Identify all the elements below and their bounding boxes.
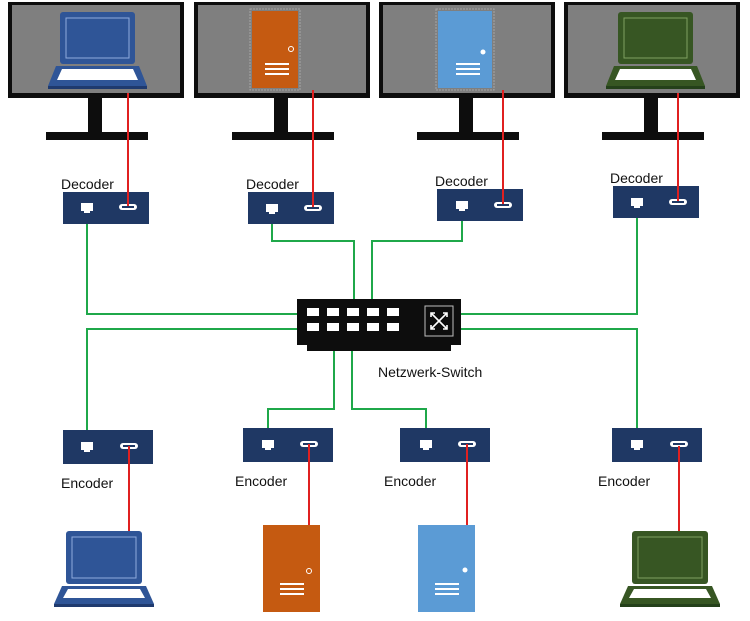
encoder-label: Encoder — [235, 473, 288, 489]
encoder-box — [612, 428, 702, 462]
encoder-label: Encoder — [598, 473, 651, 489]
network-switch-icon — [297, 299, 461, 351]
decoder-label: Decoder — [61, 176, 114, 192]
decoder-label: Decoder — [435, 173, 488, 189]
network-cable-decoder-1 — [86, 209, 315, 315]
pc-tower-icon — [249, 8, 301, 91]
laptop-icon — [620, 531, 720, 607]
encoder-box — [400, 428, 490, 462]
encoder-label: Encoder — [61, 475, 114, 491]
network-cable-decoder-2 — [271, 215, 355, 318]
network-cable-encoder-2 — [267, 330, 335, 442]
video-cables — [127, 90, 680, 531]
network-cable-encoder-1 — [86, 328, 315, 444]
decoder-box — [63, 192, 149, 224]
pc-tower-icon — [435, 8, 495, 91]
decoder-label: Decoder — [246, 176, 299, 192]
network-cable-encoder-4 — [391, 328, 638, 444]
pc-tower-icon — [418, 525, 475, 612]
encoder-box — [63, 430, 153, 464]
network-cable-decoder-3 — [371, 212, 463, 318]
laptop-icon — [606, 12, 705, 89]
laptop-icon — [48, 12, 147, 89]
laptop-icon — [54, 531, 154, 607]
network-cable-encoder-3 — [351, 330, 427, 442]
encoder-box — [243, 428, 333, 462]
decoder-box — [248, 192, 334, 224]
network-cable-decoder-4 — [391, 209, 638, 315]
pc-tower-icon — [263, 525, 320, 612]
encoder-label: Encoder — [384, 473, 437, 489]
network-cables — [86, 209, 638, 444]
decoder-label: Decoder — [610, 170, 663, 186]
decoder-box — [613, 186, 699, 218]
decoder-box — [437, 189, 523, 221]
switch-label: Netzwerk-Switch — [378, 364, 483, 380]
